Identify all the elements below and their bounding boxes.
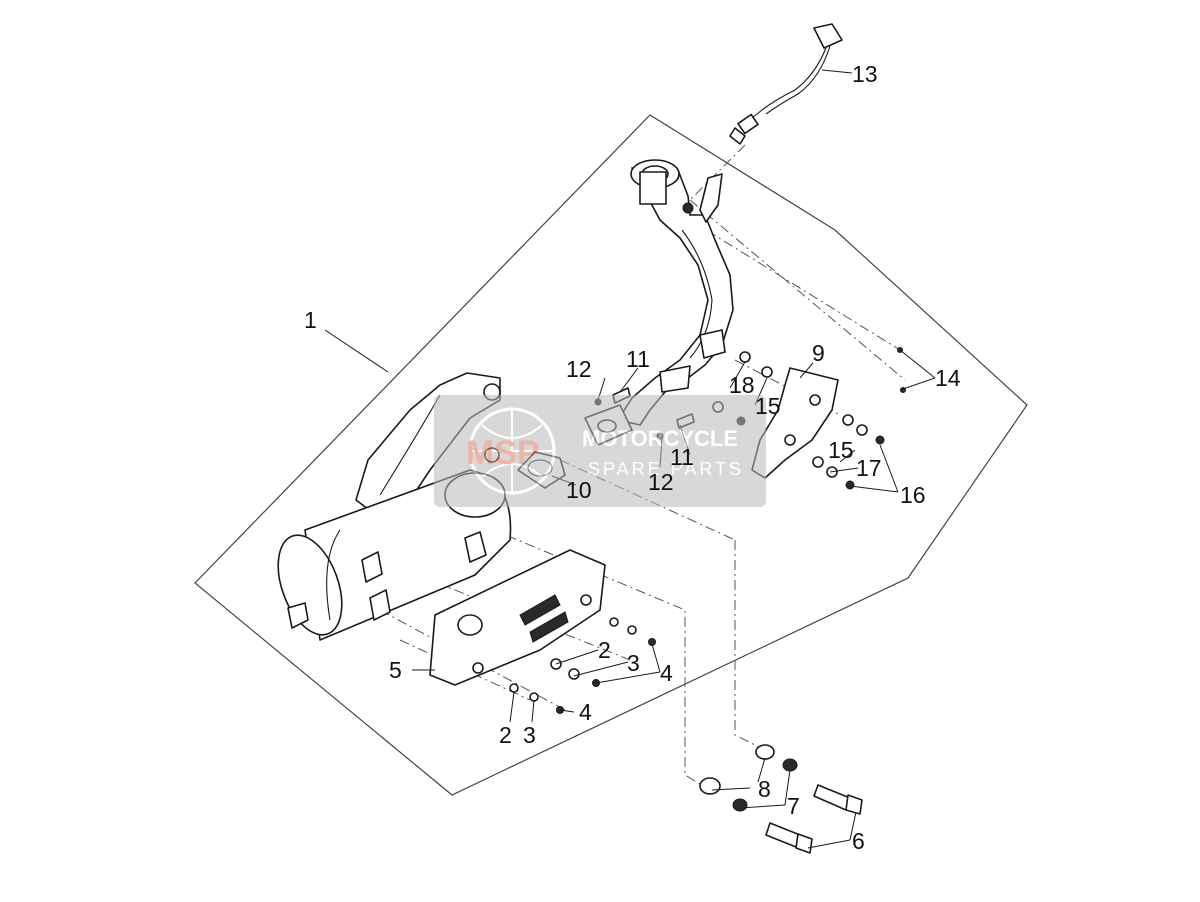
callout-12-lower: 12 [648, 469, 674, 495]
callout-16: 16 [900, 482, 926, 508]
callout-15-lower: 15 [828, 437, 854, 463]
callout-1: 1 [304, 307, 317, 333]
callout-11-upper: 11 [626, 346, 650, 372]
callout-15-upper: 15 [755, 393, 781, 419]
callout-labels: 1 13 14 12 11 9 18 15 11 15 17 10 12 16 … [304, 61, 961, 854]
callout-14: 14 [935, 365, 961, 391]
callout-11-lower: 11 [670, 444, 694, 470]
callout-2-lower: 2 [499, 722, 512, 748]
callout-18: 18 [729, 372, 755, 398]
watermark-line1: MOTORCYCLE [582, 426, 738, 451]
watermark-line2: SPARE PARTS [588, 459, 744, 479]
callout-4-lower: 4 [579, 699, 592, 725]
callout-6: 6 [852, 828, 865, 854]
callout-9: 9 [812, 340, 825, 366]
callout-3-lower: 3 [523, 722, 536, 748]
watermark-logo: MSP [466, 434, 540, 472]
callout-3-upper: 3 [627, 650, 640, 676]
watermark: MSP MOTORCYCLE SPARE PARTS [434, 395, 766, 507]
callout-5: 5 [389, 657, 402, 683]
callout-4-upper: 4 [660, 660, 673, 686]
callout-10: 10 [566, 477, 592, 503]
callout-7: 7 [787, 793, 800, 819]
mount-bolts [699, 744, 863, 854]
lambda-sensor [729, 23, 843, 145]
callout-17: 17 [856, 455, 882, 481]
callout-13: 13 [852, 61, 878, 87]
callout-8: 8 [758, 776, 771, 802]
muffler-guard [429, 549, 606, 686]
callout-12-upper: 12 [566, 356, 592, 382]
assembly-frame [194, 114, 1028, 796]
callout-2-upper: 2 [598, 637, 611, 663]
